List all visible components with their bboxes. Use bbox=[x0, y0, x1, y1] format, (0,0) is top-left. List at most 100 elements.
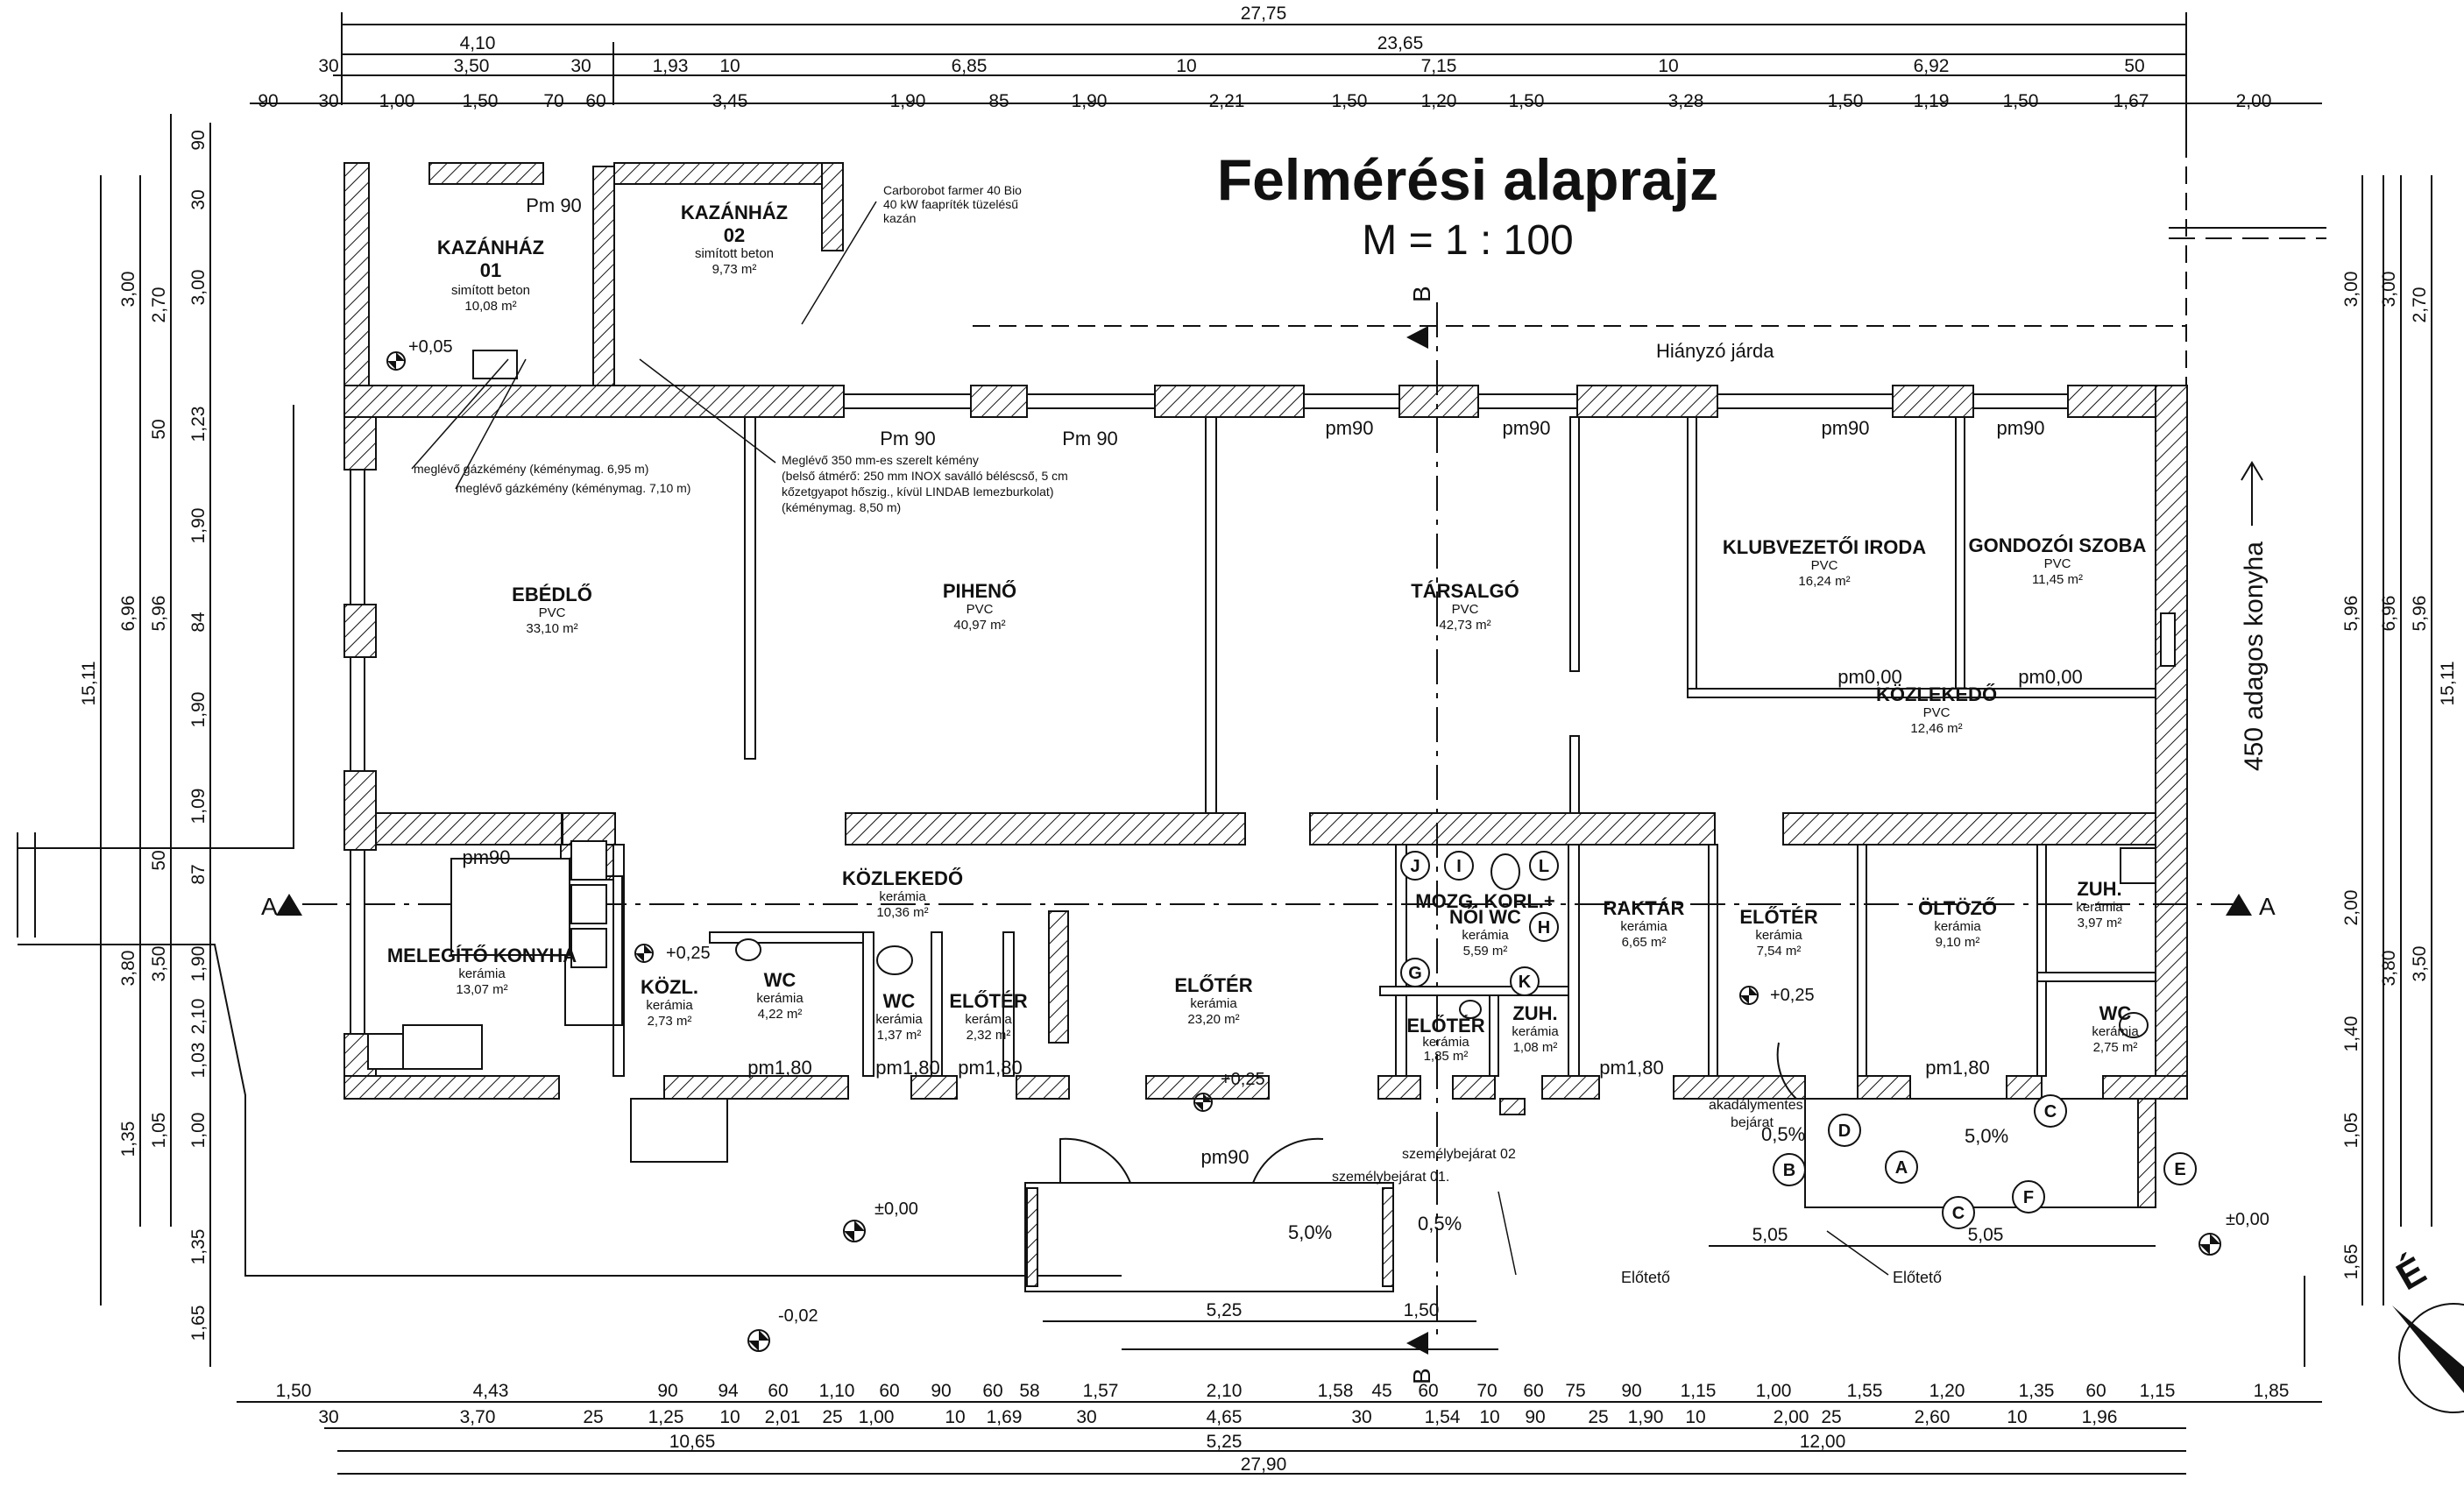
dim-label: 1,85 bbox=[2254, 1381, 2290, 1401]
slope-label: 5,0% bbox=[1288, 1221, 1332, 1243]
dim-label: 1,50 bbox=[1828, 91, 1864, 111]
note-chimney3: kőzetgyapot hőszig., kívül LINDAB lemezb… bbox=[782, 485, 1053, 499]
room-name: MOZG. KORL.+ bbox=[1415, 890, 1555, 912]
notes: Carborobot farmer 40 Bio 40 kW faapríték… bbox=[414, 183, 1942, 1286]
room-name: ÖLTÖZŐ bbox=[1918, 897, 1997, 919]
dim-label: 1,19 bbox=[1914, 91, 1950, 111]
opening-label: pm0,00 bbox=[2018, 666, 2082, 688]
dim-label: 1,25 bbox=[648, 1407, 684, 1427]
room-area: 6,65 m² bbox=[1622, 935, 1667, 950]
room-area: 33,10 m² bbox=[526, 621, 577, 636]
note-kitchen: 450 adagos konyha bbox=[2240, 541, 2269, 771]
dim-top-row2-labels: 30 3,50 30 1,93 10 6,85 10 7,15 10 6,92 … bbox=[318, 56, 2144, 76]
marker-circle bbox=[1828, 1114, 1861, 1147]
room-name: WC bbox=[883, 990, 916, 1012]
slope-labels: 5,0% 0,5% 5,0% 0,5% bbox=[1288, 1123, 2008, 1243]
dim-label: 5,05 bbox=[1968, 1225, 2004, 1245]
dim-label: 50 bbox=[2124, 56, 2144, 76]
section-a-arrow-left bbox=[276, 894, 302, 916]
room-area: 10,08 m² bbox=[464, 299, 516, 314]
dim-label: 2,00 bbox=[1774, 1407, 1809, 1427]
marker-letter: F bbox=[2023, 1188, 2034, 1207]
level-marker bbox=[747, 1329, 770, 1352]
marker-circle bbox=[1773, 1153, 1806, 1186]
room-area: 2,73 m² bbox=[648, 1014, 692, 1029]
note-accessible: bejárat bbox=[1731, 1115, 1774, 1130]
dim-label: 10 bbox=[945, 1407, 965, 1427]
room-area: 5,59 m² bbox=[1463, 944, 1508, 959]
dim-label: 10 bbox=[1685, 1407, 1705, 1427]
dim-label: 5,96 bbox=[2341, 596, 2361, 632]
dim-label: 25 bbox=[583, 1407, 603, 1427]
dim-label: 30 bbox=[1076, 1407, 1096, 1427]
room-floor: kerámia bbox=[879, 889, 926, 904]
dim-label: 1,50 bbox=[1509, 91, 1545, 111]
room-name: RAKTÁR bbox=[1604, 897, 1685, 919]
dim-label: 1,67 bbox=[2114, 91, 2149, 111]
dim-label: 2,60 bbox=[1915, 1407, 1951, 1427]
dim-label: 1,15 bbox=[2140, 1381, 2176, 1401]
dim-label: 30 bbox=[318, 56, 338, 76]
dim-label: 1,65 bbox=[188, 1306, 209, 1341]
opening-label: Pm 90 bbox=[526, 195, 582, 216]
dim-label: 87 bbox=[188, 864, 209, 884]
dim-label: 10 bbox=[1479, 1407, 1499, 1427]
dim-label: 1,10 bbox=[819, 1381, 855, 1401]
dim-left-row3-labels: 90 30 3,00 50 1,23 1,90 84 1,90 1,09 50 … bbox=[149, 130, 209, 1341]
room-area: 9,73 m² bbox=[712, 262, 757, 277]
dim-label: 1,15 bbox=[1681, 1381, 1717, 1401]
dim-label: 1,58 bbox=[1318, 1381, 1354, 1401]
room-area: 9,10 m² bbox=[1936, 935, 1980, 950]
dim-label: 3,70 bbox=[460, 1407, 496, 1427]
dim-label: 1,50 bbox=[1332, 91, 1368, 111]
top-dimension-lines bbox=[250, 12, 2322, 140]
dim-label: 3,80 bbox=[2379, 951, 2399, 987]
dim-label: 1,96 bbox=[2082, 1407, 2118, 1427]
section-b-label-bottom: B bbox=[1408, 1368, 1435, 1384]
marker-letter: H bbox=[1538, 918, 1550, 938]
opening-label: pm90 bbox=[462, 846, 510, 868]
level-marker bbox=[1739, 986, 1759, 1005]
room-name: 01 bbox=[480, 259, 501, 281]
dim-label: 3,80 bbox=[118, 951, 138, 987]
room-area: 3,97 m² bbox=[2078, 916, 2122, 931]
dim-label: 1,00 bbox=[379, 91, 415, 111]
room-area: 4,22 m² bbox=[758, 1007, 803, 1022]
dim-label: 25 bbox=[1588, 1407, 1608, 1427]
marker-circle bbox=[2012, 1180, 2045, 1214]
dim-label: 5,96 bbox=[2410, 596, 2430, 632]
opening-label: pm1,80 bbox=[747, 1057, 811, 1079]
level-label: ±0,00 bbox=[2226, 1210, 2269, 1229]
marker-letter: E bbox=[2174, 1160, 2185, 1179]
dim-label: 94 bbox=[718, 1381, 739, 1401]
leader-lines bbox=[411, 201, 1889, 1276]
room-floor: PVC bbox=[1923, 705, 1951, 720]
dim-label: 1,35 bbox=[118, 1122, 138, 1157]
room-floor: simított beton bbox=[695, 246, 774, 261]
dim-top-row1: 4,10 bbox=[460, 33, 496, 53]
section-a-label-right: A bbox=[2259, 893, 2276, 920]
level-label: +0,25 bbox=[1221, 1070, 1265, 1089]
dim-label: 1,90 bbox=[188, 508, 209, 544]
level-marker bbox=[1193, 1093, 1213, 1112]
marker-circle bbox=[1400, 958, 1430, 987]
opening-label: pm90 bbox=[1200, 1146, 1249, 1168]
level-label: +0,25 bbox=[666, 944, 711, 963]
marker-letter: A bbox=[1895, 1158, 1908, 1178]
dim-label: 2,10 bbox=[1207, 1381, 1243, 1401]
note-chimney3: Meglévő 350 mm-es szerelt kémény bbox=[782, 453, 979, 467]
room-area: 1,37 m² bbox=[877, 1028, 922, 1043]
dim-label: 84 bbox=[188, 612, 209, 633]
dim-label: 4,43 bbox=[473, 1381, 509, 1401]
dim-label: 10 bbox=[2007, 1407, 2027, 1427]
note-chimney1: meglévő gázkémény (kéménymag. 6,95 m) bbox=[414, 462, 648, 476]
room-area: 2,32 m² bbox=[966, 1028, 1011, 1043]
dim-label: 30 bbox=[318, 1407, 338, 1427]
dim-label: 5,25 bbox=[1207, 1432, 1243, 1452]
room-floor: kerámia bbox=[1512, 1024, 1559, 1039]
room-floor: kerámia bbox=[1755, 928, 1802, 943]
slope-label: 0,5% bbox=[1761, 1123, 1805, 1145]
dim-label: 3,50 bbox=[454, 56, 490, 76]
dim-label: 90 bbox=[1621, 1381, 1641, 1401]
